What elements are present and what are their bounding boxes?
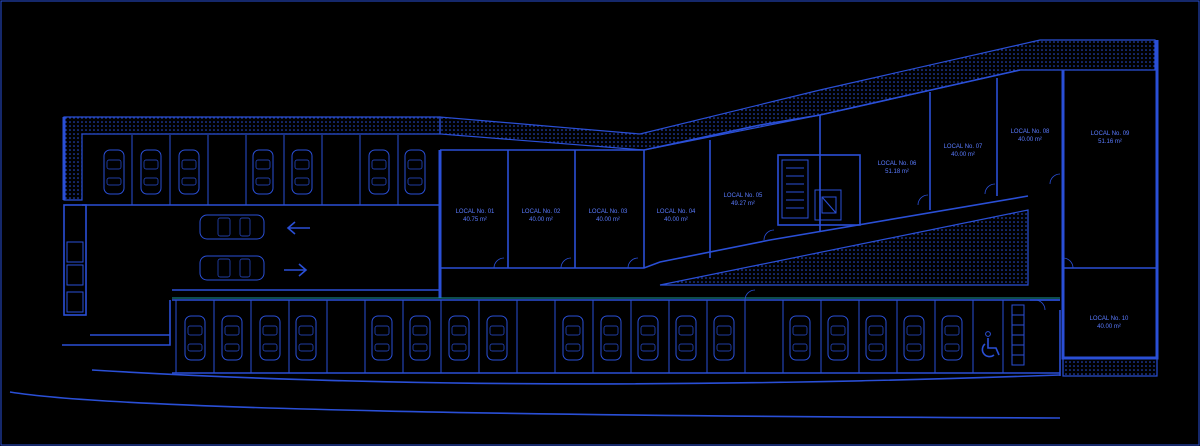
- unit-label-local-02: LOCAL No. 02: [522, 209, 561, 215]
- drive-aisle: [199, 214, 265, 281]
- arrow-right-icon: [284, 263, 308, 277]
- unit-label-local-10: LOCAL No. 10: [1090, 316, 1129, 322]
- unit-label-local-09: LOCAL No. 09: [1091, 131, 1130, 137]
- arrow-left-icon: [286, 221, 310, 235]
- unit-label-local-07: LOCAL No. 07: [944, 144, 983, 150]
- unit-label-local-04: LOCAL No. 04: [657, 209, 696, 215]
- planter-strips: [63, 39, 1158, 377]
- building-walls: [9, 40, 1159, 419]
- unit-area-local-10: 40.00 m²: [1097, 324, 1121, 330]
- unit-area-local-02: 40.00 m²: [529, 217, 553, 223]
- unit-label-local-06: LOCAL No. 06: [878, 161, 917, 167]
- unit-area-local-09: 51.16 m²: [1098, 139, 1122, 145]
- unit-area-local-01: 40.75 m²: [463, 217, 487, 223]
- unit-area-local-03: 40.00 m²: [596, 217, 620, 223]
- wheelchair-accessible-icon: [981, 331, 1000, 358]
- unit-label-local-01: LOCAL No. 01: [456, 209, 495, 215]
- door-swings: [493, 173, 1074, 311]
- stairs-icon: [786, 167, 804, 209]
- unit-label-local-05: LOCAL No. 05: [724, 193, 763, 199]
- unit-label-local-08: LOCAL No. 08: [1011, 129, 1050, 135]
- unit-area-local-08: 40.00 m²: [1018, 137, 1042, 143]
- unit-label-local-03: LOCAL No. 03: [589, 209, 628, 215]
- unit-labels: LOCAL No. 01 40.75 m² LOCAL No. 02 40.00 m²…: [456, 129, 1130, 330]
- unit-area-local-06: 51.18 m²: [885, 169, 909, 175]
- parking-row-bottom: [184, 315, 963, 361]
- unit-area-local-04: 40.00 m²: [664, 217, 688, 223]
- bay-dividers-bottom: [175, 300, 1004, 373]
- ramp: [1011, 304, 1025, 366]
- parking-row-top: [103, 135, 426, 205]
- unit-area-local-07: 40.00 m²: [951, 152, 975, 158]
- unit-area-local-05: 49.27 m²: [731, 201, 755, 207]
- elevator-icon: [821, 196, 837, 214]
